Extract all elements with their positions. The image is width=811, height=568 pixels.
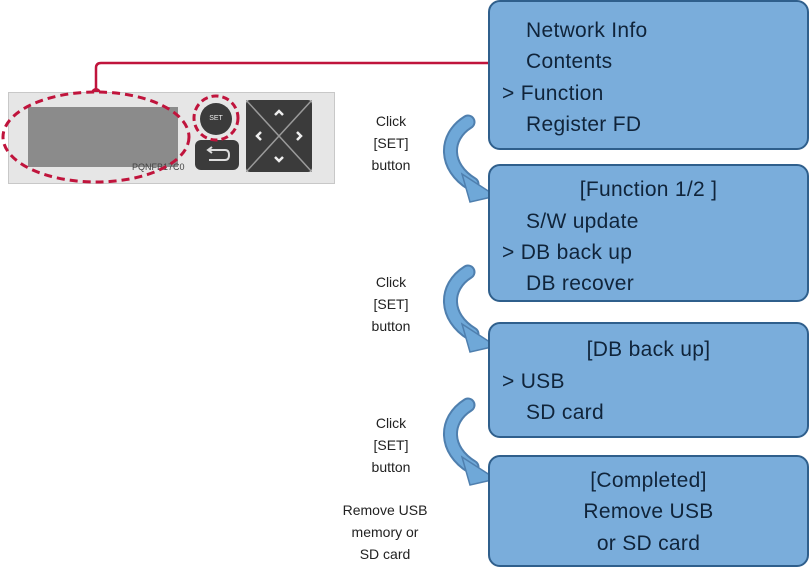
step-label-2: Click [SET] button [371,274,411,334]
screen-db-back-up: [DB back up] > USB SD card [488,322,809,438]
screen-title-completed: [Completed] [590,469,707,492]
menu-item-function: > Function [502,82,604,105]
menu-item-db-back-up: > DB back up [502,241,633,264]
remove-note: Remove USB memory or SD card [342,502,428,562]
arrow-keys-icon [245,99,313,173]
completed-message-line-1: Remove USB [583,500,714,523]
menu-item-network-info: Network Info [526,19,648,42]
menu-item-register-fd: Register FD [526,113,642,136]
menu-item-contents: Contents [526,50,613,73]
flow-arrow-2 [443,264,498,353]
menu-item-sw-update: S/W update [526,210,639,233]
screen-title-db-back-up: [DB back up] [586,338,711,361]
panel-model-label: PQNFB17C0 [132,162,185,172]
return-icon [206,146,231,161]
flow-arrow-1 [443,114,498,203]
completed-message-line-2: or SD card [596,532,701,555]
menu-item-sd-card: SD card [526,401,604,424]
panel-display [28,107,178,167]
screen-main-menu: Network Info Contents > Function Registe… [488,0,809,150]
screen-completed: [Completed] Remove USB or SD card [488,455,809,567]
menu-item-db-recover: DB recover [526,272,635,295]
direction-pad[interactable] [245,99,313,173]
screen-title-function: [Function 1/2 ] [579,178,718,201]
flow-arrow-3 [443,397,498,486]
menu-item-usb: > USB [502,370,565,393]
step-label-3: Click [SET] button [371,415,411,475]
back-button[interactable] [195,140,239,170]
screen-function-menu: [Function 1/2 ] S/W update > DB back up … [488,164,809,302]
step-label-1: Click [SET] button [371,113,411,173]
set-button[interactable]: SET [200,103,232,135]
